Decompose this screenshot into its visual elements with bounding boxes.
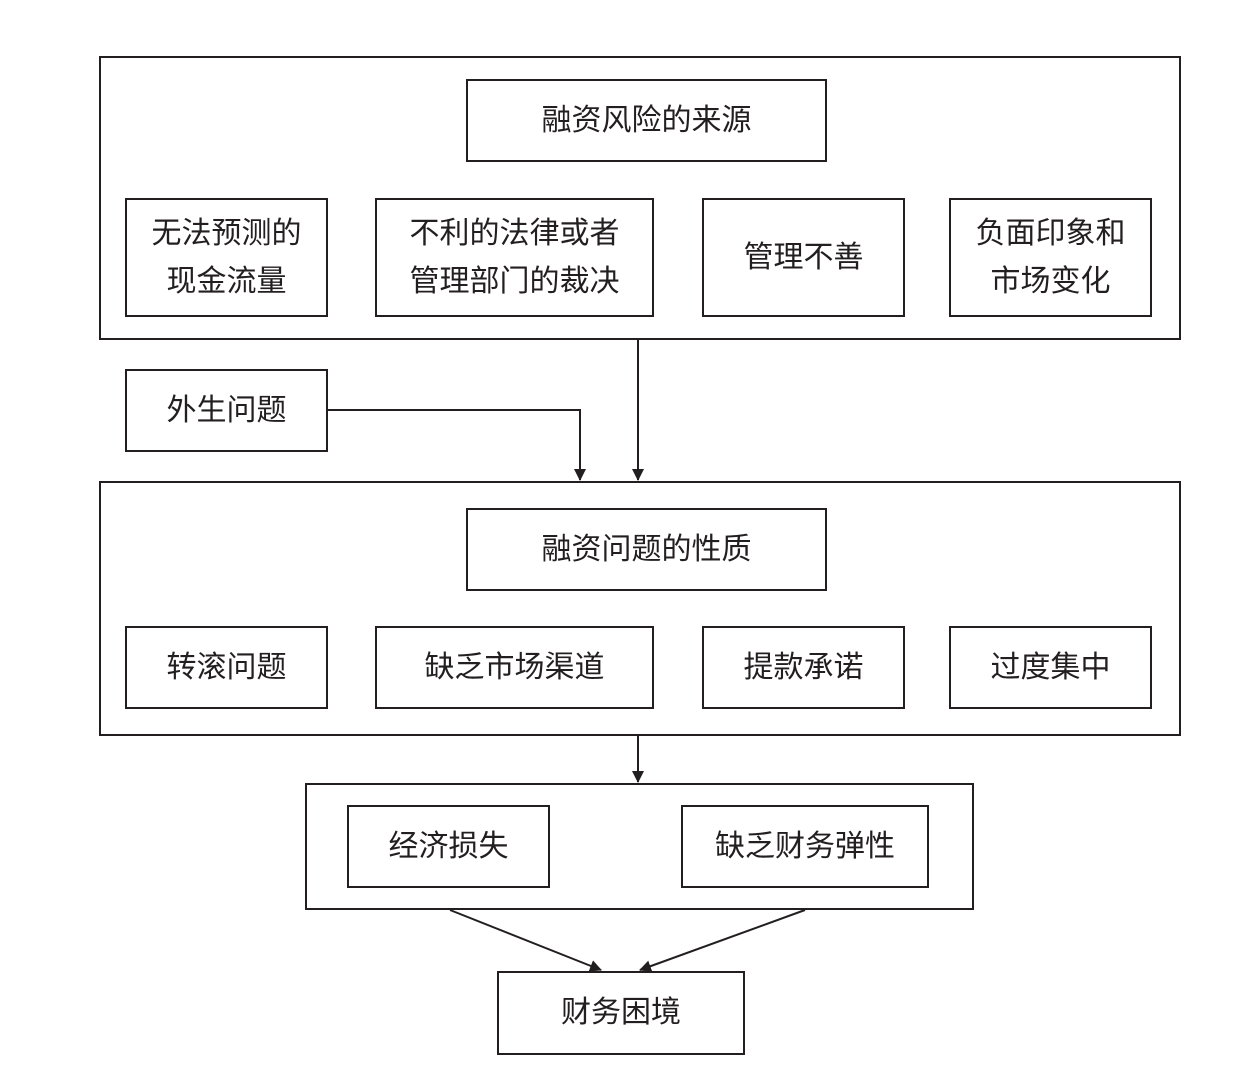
nature-rollover: 转滚问题: [125, 626, 328, 709]
nature-drawdown: 提款承诺: [702, 626, 905, 709]
source-label: 负面印象和 市场变化: [975, 215, 1126, 299]
external-problems-box: 外生问题: [125, 369, 328, 452]
source-unpredictable-cashflow: 无法预测的 现金流量: [125, 198, 328, 317]
consequence-label: 缺乏财务弹性: [715, 828, 895, 864]
nature-label: 提款承诺: [743, 649, 864, 685]
sources-title: 融资风险的来源: [541, 102, 752, 138]
nature-label: 转滚问题: [166, 649, 287, 685]
arrow-loss-to-distress: [449, 909, 602, 972]
nature-label: 过度集中: [990, 649, 1111, 685]
source-adverse-ruling: 不利的法律或者 管理部门的裁决: [375, 198, 654, 317]
nature-label: 缺乏市场渠道: [424, 649, 605, 685]
arrow-flexibility-to-distress: [639, 909, 806, 972]
nature-title-box: 融资问题的性质: [466, 508, 827, 591]
consequence-lack-flexibility: 缺乏财务弹性: [681, 805, 929, 888]
nature-market-access: 缺乏市场渠道: [375, 626, 654, 709]
source-label: 不利的法律或者 管理部门的裁决: [409, 215, 620, 299]
source-negative-image: 负面印象和 市场变化: [949, 198, 1152, 317]
nature-title: 融资问题的性质: [541, 531, 752, 567]
consequence-economic-loss: 经济损失: [347, 805, 550, 888]
arrow-external-to-nature: [328, 409, 586, 481]
financial-distress-label: 财务困境: [561, 995, 681, 1030]
external-problems-label: 外生问题: [166, 392, 287, 428]
consequence-label: 经济损失: [388, 828, 509, 864]
financial-distress-box: 财务困境: [497, 971, 745, 1055]
nature-concentration: 过度集中: [949, 626, 1152, 709]
sources-title-box: 融资风险的来源: [466, 79, 827, 162]
source-poor-management: 管理不善: [702, 198, 905, 317]
source-label: 无法预测的 现金流量: [151, 215, 302, 299]
source-label: 管理不善: [743, 239, 864, 275]
